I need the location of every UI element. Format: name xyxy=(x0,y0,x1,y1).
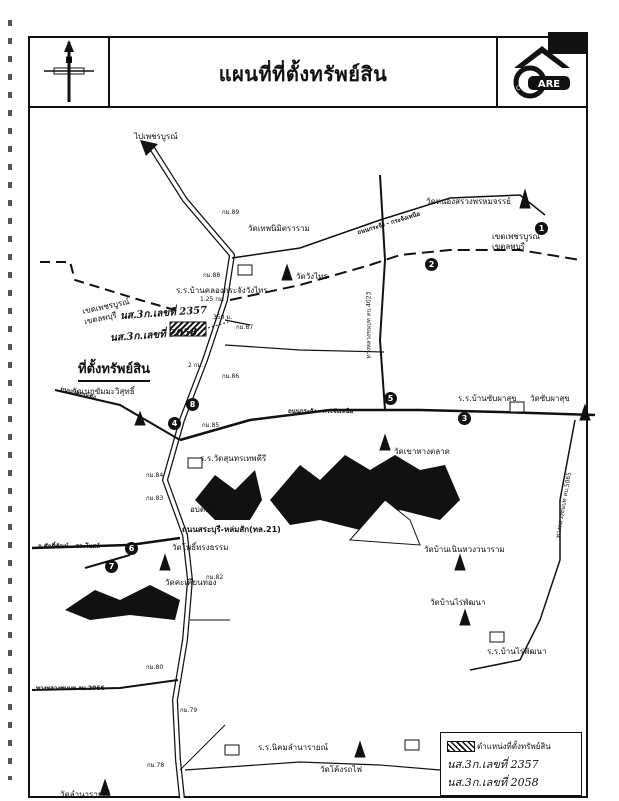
km-marker: กม.88 xyxy=(203,272,221,279)
label-wat-khao-lat: วัดเขาหางตลาด xyxy=(394,447,450,456)
compass-letter: N xyxy=(65,56,73,66)
page-title: แผนที่ที่ตั้งทรัพย์สิน xyxy=(218,62,388,86)
map-header: N แผนที่ที่ตั้งทรัพย์สิน C ARE xyxy=(30,38,586,108)
logo-letter: C xyxy=(516,85,520,92)
distance-label: 350 ม. xyxy=(213,314,233,321)
label-wat-bottom: วัดลำนารายณ์ xyxy=(60,790,110,799)
road-4023 xyxy=(378,174,387,411)
map-legend: ตำแหน่งที่ตั้งทรัพย์สิน นส.3ก.เลขที่ 235… xyxy=(440,732,582,796)
distance-label: 2 กม. xyxy=(188,362,204,369)
site-parcel xyxy=(169,321,207,337)
label-wat-wang-sai: วัดวังไทร xyxy=(296,272,328,281)
label-wat-kong-rot: วัดโค้งรถไฟ xyxy=(320,765,363,774)
mountain-icon xyxy=(65,585,180,620)
distance-label: 1.25 กม. xyxy=(200,296,225,303)
label-school-ban-khlong: ร.ร.บ้านคลองกระจังวังไทร xyxy=(176,286,268,295)
label-main-road: ถนนสระบุรี-หล่มสัก(ทล.21) xyxy=(182,525,281,534)
label-road-4023: ทางหลวงชนบท ลบ.4023 xyxy=(365,291,373,359)
label-school-wat-sunthorn: ร.ร.วัดสุนทรเทพคีรี xyxy=(200,454,267,463)
label-school-rai-phatthana: ร.ร.บ้านไร่พัฒนา xyxy=(487,647,547,656)
mountain-icon xyxy=(195,470,262,520)
marker-3: 3 xyxy=(458,412,471,425)
km-marker: กม.85 xyxy=(202,422,220,429)
label-wat-nong-sarawong: วัดหนองสรวงพรหมจรรย์ xyxy=(426,197,511,206)
mountain-icon xyxy=(270,455,460,546)
km-marker: กม.86 xyxy=(222,373,240,380)
label-district-office: อบต.ศิลาทิพย์ xyxy=(190,505,238,514)
label-school-nikhom: ร.ร.นิคมลำนารายณ์ xyxy=(258,743,329,752)
label-road-sakphat: ถ.ศักดิ์พัฒน์ - สระโบสถ์ xyxy=(38,543,100,550)
marker-8: 8 xyxy=(186,398,199,411)
km-marker: กม.89 xyxy=(222,209,240,216)
marker-2: 2 xyxy=(425,258,438,271)
road-2066 xyxy=(31,679,179,691)
label-wat-phothi: วัดโพธิ์ทรงธรรม xyxy=(172,543,229,552)
km-marker: กม.80 xyxy=(146,664,164,671)
label-to-phetchabun: ไปเพชรบูรณ์ xyxy=(134,132,178,141)
label-wat-thep-nimit: วัดเทพนิมิตราราม xyxy=(248,224,310,233)
legend-deed-2: นส.3ก.เลขที่ 2058 xyxy=(447,776,539,789)
province-border xyxy=(229,249,581,301)
site-label: ที่ตั้งทรัพย์สิน xyxy=(78,358,150,382)
label-road-kracheng-south: ถนนกระจัง - กระจังเหนือ xyxy=(288,408,354,415)
legend-label: ตำแหน่งที่ตั้งทรัพย์สิน xyxy=(477,742,551,751)
label-school-ban-sap: ร.ร.บ้านซับผาสุข xyxy=(458,394,517,403)
care-logo-icon: C ARE xyxy=(513,46,570,99)
label-wat-sap-pha: วัดซับผาสุข xyxy=(530,394,570,403)
km-marker: กม.82 xyxy=(206,574,224,581)
marker-5: 5 xyxy=(384,392,397,405)
label-road-2066: ทางหลวงชนบท ลบ.2066 xyxy=(36,685,105,692)
logo-cell: C ARE xyxy=(496,38,586,106)
label-wat-nekha: วัดเนกขัมมะวิสุทธิ์ xyxy=(72,387,135,396)
legend-deed-1: นส.3ก.เลขที่ 2357 xyxy=(447,758,539,771)
label-wat-khla: วัดคะเคียนทอง xyxy=(165,578,217,587)
north-arrow-icon: N xyxy=(44,40,94,102)
temple-icon xyxy=(99,188,591,796)
km-marker: กม.87 xyxy=(236,324,254,331)
label-wat-rai-phatthana: วัดบ้านไร่พัฒนา xyxy=(430,598,486,607)
logo-text: ARE xyxy=(538,79,560,90)
legend-hatch-swatch xyxy=(447,741,475,752)
marker-6: 6 xyxy=(125,542,138,555)
marker-4: 4 xyxy=(168,417,181,430)
marker-7: 7 xyxy=(105,560,118,573)
label-border-north-b: เขตลพบุรี xyxy=(492,242,525,251)
school-icon xyxy=(187,264,525,756)
km-marker: กม.83 xyxy=(146,495,164,502)
label-wat-noen: วัดบ้านเนินหวงวนาราม xyxy=(424,545,505,554)
km-marker: กม.84 xyxy=(146,472,164,479)
km-marker: กม.79 xyxy=(180,707,198,714)
road-5065 xyxy=(469,419,576,671)
marker-1: 1 xyxy=(535,222,548,235)
binder-holes xyxy=(8,20,12,780)
road-kracheng-south xyxy=(179,408,596,442)
km-marker: กม.78 xyxy=(147,762,165,769)
arrow-to-phetchabun xyxy=(140,140,158,156)
compass-cell: N xyxy=(30,38,110,106)
label-border-north-a: เขตเพชรบูรณ์ xyxy=(492,232,540,241)
